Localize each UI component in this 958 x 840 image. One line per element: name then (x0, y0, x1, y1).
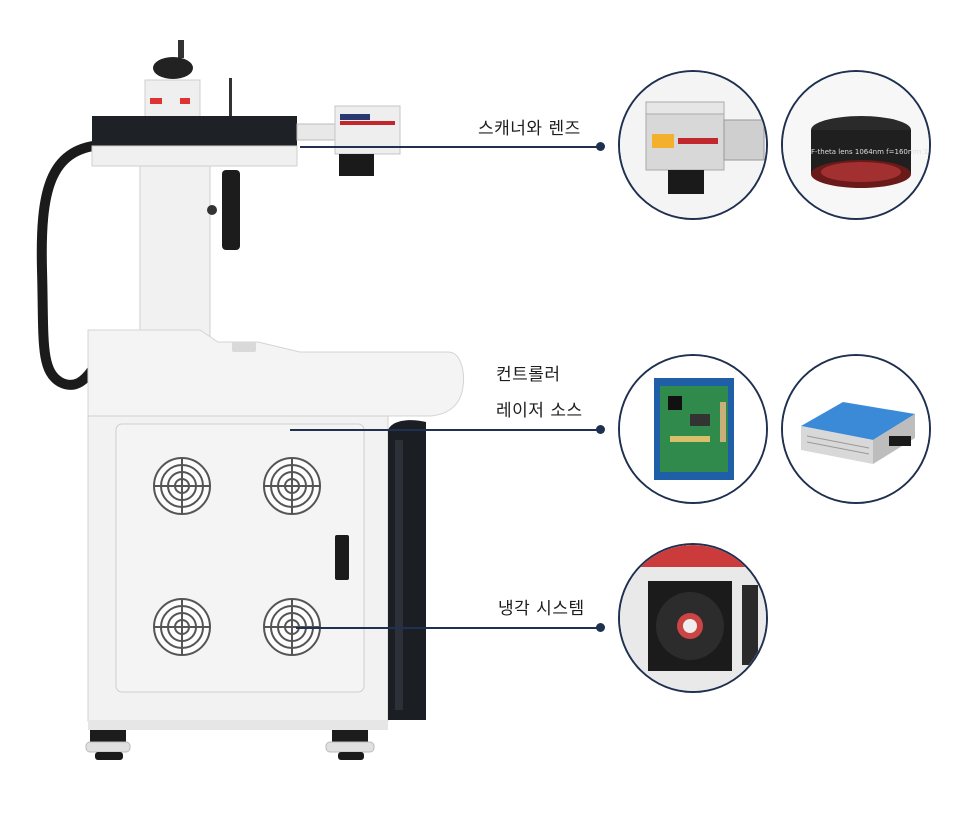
controller-board-photo (618, 354, 768, 504)
fan-grille (153, 598, 211, 656)
cooling-fan-photo (618, 543, 768, 693)
laser-marking-machine (36, 40, 464, 760)
callout-cooling-line (296, 627, 600, 629)
callout-controller-line (290, 429, 600, 431)
lens-engraving: F-theta lens 1064nm f=160mm 160X (811, 148, 929, 156)
callout-scanner-lens-label: 스캐너와 렌즈 (478, 119, 581, 139)
fan-grille (153, 457, 211, 515)
callout-scanner-lens-dot (596, 142, 605, 151)
callout-controller-dot (596, 425, 605, 434)
fan-grille (263, 457, 321, 515)
callout-controller-label: 컨트롤러 (496, 365, 561, 385)
callout-laser-source-label: 레이저 소스 (496, 401, 583, 421)
callout-cooling-label: 냉각 시스템 (498, 599, 585, 619)
callout-cooling-dot (596, 623, 605, 632)
lens-photo: F-theta lens 1064nm f=160mm 160X (781, 70, 931, 220)
laser-source-photo (781, 354, 931, 504)
callout-scanner-lens-line (300, 146, 600, 148)
scanner-photo (618, 70, 768, 220)
